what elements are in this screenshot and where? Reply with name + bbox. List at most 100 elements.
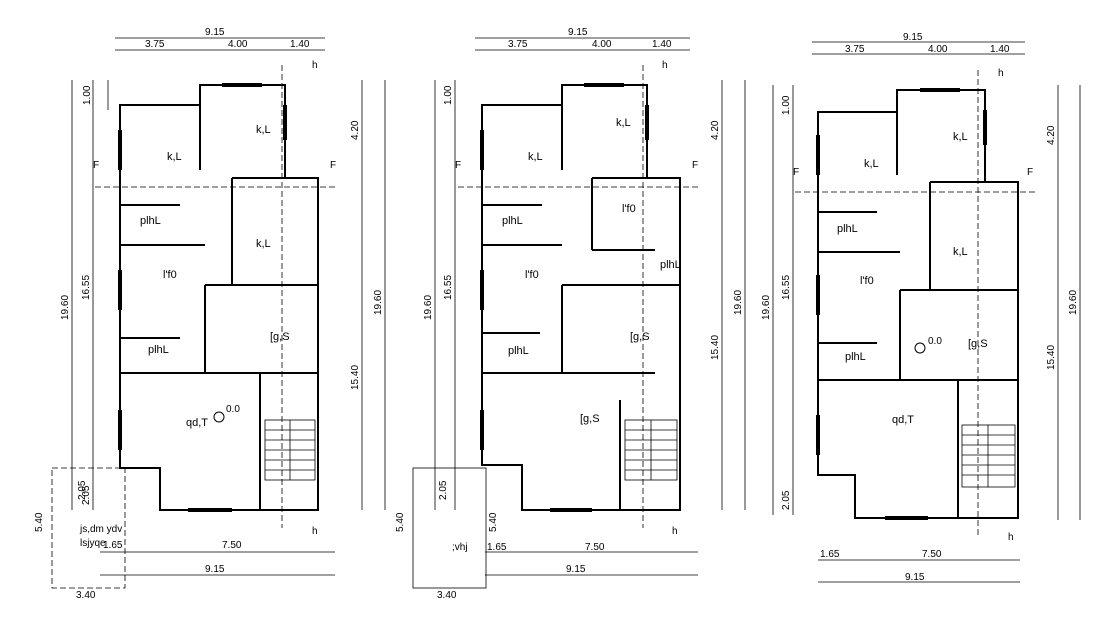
plan-1-room-toilet-1: plhL bbox=[140, 215, 161, 227]
plan-1-room-toilet-2: plhL bbox=[148, 344, 169, 356]
plan-3-room-bedroom-1: k,L bbox=[864, 158, 879, 170]
plan-1-dim-top-total: 9.15 bbox=[205, 27, 225, 38]
plan-2-dim-right-inner: 15.40 bbox=[710, 335, 721, 360]
plan-1-left-dimensions: 19.60 16.55 1.00 2.05 bbox=[60, 80, 109, 510]
plan-1-dim-top-part-2: 4.00 bbox=[228, 39, 248, 50]
plan-2-room-labels: k,L k,L l'f0 plhL l'f0 plhL plhL [g,S [g… bbox=[502, 117, 681, 425]
plan-1-room-bedroom-1: k,L bbox=[167, 151, 182, 163]
plan-3-dim-top-part-1: 3.75 bbox=[845, 44, 865, 55]
plan-3-dim-right-inner: 15.40 bbox=[1046, 345, 1057, 370]
plan-3-section-lines: F F h h bbox=[793, 68, 1035, 543]
plan-3-level-value: 0.0 bbox=[928, 336, 942, 347]
plan-3-top-dimensions: 9.15 3.75 4.00 1.40 bbox=[812, 32, 1025, 55]
plan-2-dim-right-outer: 19.60 bbox=[733, 290, 744, 315]
plan-1-dim-left-outer: 19.60 bbox=[60, 295, 71, 320]
plan-1-room-labels: k,L k,L k,L plhL l'f0 plhL [g,S qd,T 0.0 bbox=[140, 124, 290, 429]
plan-1-dim-bottom-part-1: 1.65 bbox=[103, 540, 123, 551]
plan-3-dim-right-outer: 19.60 bbox=[1068, 290, 1079, 315]
plan-1-room-bedroom-2: k,L bbox=[256, 124, 271, 136]
plan-1-level-value: 0.0 bbox=[226, 404, 240, 415]
plan-1-bottom-dimensions: 1.65 7.50 9.15 bbox=[100, 540, 335, 576]
plan-2-annex: 5.40 5.40 2.05 3.40 ;vhj bbox=[395, 467, 499, 601]
plan-2-dim-right-top: 4.20 bbox=[710, 120, 721, 140]
plan-2-left-dimensions: 19.60 16.55 1.00 bbox=[423, 80, 456, 510]
plan-1-dim-right-top: 4.20 bbox=[350, 120, 361, 140]
plan-3-section-mark-bottom: h bbox=[1008, 532, 1014, 543]
plan-3-room-living: qd,T bbox=[892, 414, 914, 426]
plan-3-right-dimensions: 15.40 19.60 4.20 bbox=[1046, 85, 1081, 520]
plan-1-section-mark-top: h bbox=[312, 60, 318, 71]
plan-2-staircase bbox=[624, 419, 678, 481]
plan-1-internal-walls bbox=[120, 105, 318, 510]
plan-2-section-mark-right: F bbox=[692, 160, 698, 171]
plan-1-room-kitchen: l'f0 bbox=[163, 269, 177, 281]
plan-2-room-kitchen-2: l'f0 bbox=[525, 269, 539, 281]
plan-1-section-mark-right: F bbox=[330, 160, 336, 171]
plan-2-room-bedroom-1: k,L bbox=[528, 151, 543, 163]
plan-3-section-mark-right: F bbox=[1027, 167, 1033, 178]
plan-1-room-hall: [g,S bbox=[270, 331, 290, 343]
plan-2-annex-label: ;vhj bbox=[452, 542, 468, 553]
plan-3-dim-top-total: 9.15 bbox=[903, 32, 923, 43]
plan-3-internal-walls bbox=[818, 112, 1018, 518]
plan-2-dim-left-top: 1.00 bbox=[443, 85, 454, 105]
plan-2-dim-top-part-2: 4.00 bbox=[592, 39, 612, 50]
plan-2-section-mark-top: h bbox=[662, 60, 668, 71]
plan-1-annex-dim-205: 2.05 bbox=[77, 480, 88, 500]
plan-2-room-toilet-2: plhL bbox=[508, 345, 529, 357]
plan-3-dim-bottom-total: 9.15 bbox=[905, 572, 925, 583]
plan-3-room-bedroom-3: k,L bbox=[953, 246, 968, 258]
plan-2-dim-top-part-1: 3.75 bbox=[508, 39, 528, 50]
plan-2-dim-top-part-3: 1.40 bbox=[652, 39, 672, 50]
plan-1-section-lines: F F h h bbox=[93, 60, 336, 537]
plan-1-section-mark-left: F bbox=[93, 160, 99, 171]
plan-1-windows bbox=[118, 83, 287, 512]
plan-3-windows bbox=[816, 88, 987, 520]
plan-2-section-lines: F F h h bbox=[455, 60, 698, 537]
plan-3-section-mark-top: h bbox=[998, 68, 1004, 79]
plan-3-room-bedroom-2: k,L bbox=[953, 131, 968, 143]
plan-3-dim-top-part-2: 4.00 bbox=[928, 44, 948, 55]
plan-2-room-kitchen-1: l'f0 bbox=[622, 203, 636, 215]
plan-3-dim-left-inner: 16.55 bbox=[781, 275, 792, 300]
plan-3: 9.15 3.75 4.00 1.40 19.60 16.55 1.00 2.0… bbox=[761, 32, 1081, 583]
plan-2-room-bedroom-2: k,L bbox=[616, 117, 631, 129]
plan-1-staircase bbox=[264, 419, 316, 481]
plan-3-room-labels: k,L k,L k,L plhL l'f0 plhL [g,S qd,T 0.0 bbox=[837, 131, 988, 426]
plan-1-level-marker-icon bbox=[213, 411, 225, 423]
plan-2-annex-height-left: 5.40 bbox=[395, 512, 406, 532]
plan-1-section-mark-bottom: h bbox=[312, 526, 318, 537]
plan-1-annex: 5.40 2.05 3.40 js,dm ydv lsjyqe bbox=[34, 467, 126, 601]
plan-3-dim-bottom-part-1: 1.65 bbox=[820, 549, 840, 560]
plan-2-dim-top-total: 9.15 bbox=[568, 27, 588, 38]
plan-1: 9.15 3.75 4.00 1.40 19.60 16.55 1.00 2.0… bbox=[34, 27, 386, 601]
plan-2-right-dimensions: 15.40 19.60 4.20 bbox=[710, 80, 746, 510]
plan-1-dim-top-part-1: 3.75 bbox=[145, 39, 165, 50]
plan-3-section-mark-left: F bbox=[793, 167, 799, 178]
plan-2-top-dimensions: 9.15 3.75 4.00 1.40 bbox=[475, 27, 690, 51]
plan-1-annex-height: 5.40 bbox=[34, 512, 45, 532]
plan-1-dim-left-top: 1.00 bbox=[82, 85, 93, 105]
plan-3-dim-bottom-part-2: 7.50 bbox=[922, 549, 942, 560]
plan-2-bottom-dimensions: 1.65 7.50 9.15 bbox=[485, 542, 698, 576]
plan-1-room-living: qd,T bbox=[186, 417, 208, 429]
plan-2-dim-bottom-part-2: 7.50 bbox=[585, 542, 605, 553]
plan-1-top-dimensions: 9.15 3.75 4.00 1.40 bbox=[115, 27, 325, 51]
plan-3-room-toilet-2: plhL bbox=[845, 351, 866, 363]
plan-1-dim-left-inner: 16.55 bbox=[81, 275, 92, 300]
plan-2-room-hall-1: [g,S bbox=[630, 331, 650, 343]
plan-3-dim-left-top: 1.00 bbox=[781, 95, 792, 115]
plan-1-annex-width: 3.40 bbox=[76, 590, 96, 601]
plan-3-level-marker-icon bbox=[914, 342, 926, 354]
plan-3-dim-left-bottom: 2.05 bbox=[781, 490, 792, 510]
plan-3-dim-right-top: 4.20 bbox=[1046, 125, 1057, 145]
plan-1-dim-right-outer: 19.60 bbox=[373, 290, 384, 315]
plan-2-windows bbox=[480, 83, 649, 512]
plan-2-annex-dim-205: 2.05 bbox=[438, 480, 449, 500]
plan-1-dim-bottom-part-2: 7.50 bbox=[222, 540, 242, 551]
plan-2-dim-bottom-part-1: 1.65 bbox=[487, 542, 507, 553]
plan-2-section-mark-bottom: h bbox=[672, 526, 678, 537]
plan-2-room-toilet-1: plhL bbox=[502, 215, 523, 227]
plan-1-annex-label-2: lsjyqe bbox=[80, 538, 106, 549]
